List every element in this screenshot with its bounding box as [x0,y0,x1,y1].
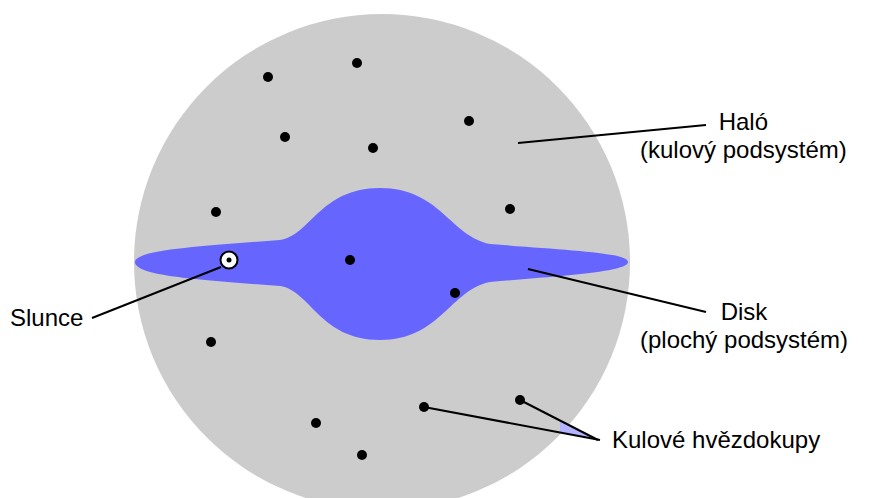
halo-label-group: Haló(kulový podsystém) [640,108,847,164]
galactic-disk [135,188,628,340]
sun-label-group: Slunce [10,304,83,332]
part-label: Haló [640,108,847,136]
halo-sphere [134,14,630,498]
part-label: (kulový podsystém) [640,136,847,164]
disk-label-group: Disk(plochý podsystém) [640,298,848,354]
sun-symbol [221,252,238,269]
part-label: (plochý podsystém) [640,326,848,354]
globular-clusters [206,58,525,460]
cluster-label-group: Kulové hvězdokupy [612,426,820,454]
part-label: Slunce [10,304,83,332]
part-label: Kulové hvězdokupy [612,426,820,454]
part-label: Disk [640,298,848,326]
leader-lines [92,125,706,440]
